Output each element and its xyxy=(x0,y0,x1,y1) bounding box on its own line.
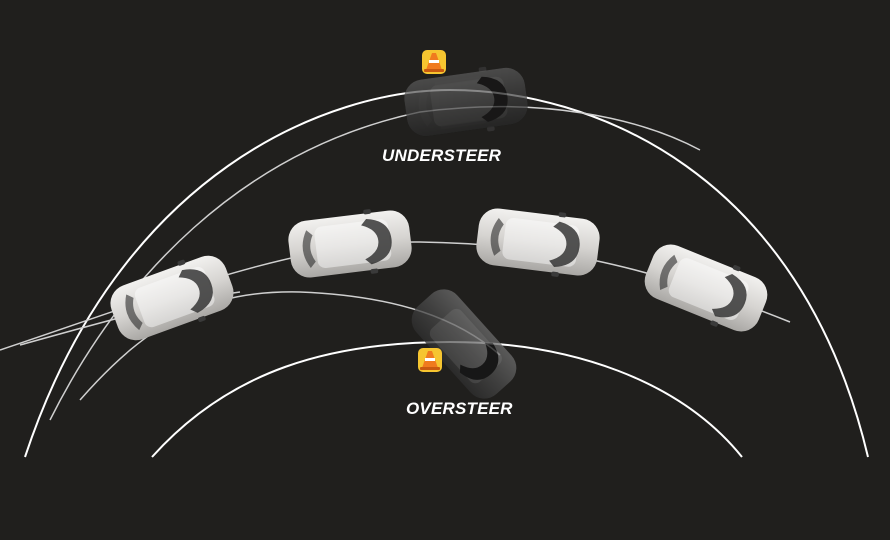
understeer-label: UNDERSTEER xyxy=(382,146,502,165)
car-ideal-3 xyxy=(476,208,600,277)
car-ideal-4 xyxy=(644,244,768,332)
car-oversteer-ghost xyxy=(411,289,517,399)
car-ideal-1 xyxy=(110,255,234,341)
car-understeer-ghost xyxy=(401,61,531,143)
traffic-cone-icon xyxy=(418,348,442,372)
car-ideal-2 xyxy=(288,209,412,278)
traffic-cone-icon xyxy=(422,50,446,74)
oversteer-label: OVERSTEER xyxy=(406,399,513,418)
